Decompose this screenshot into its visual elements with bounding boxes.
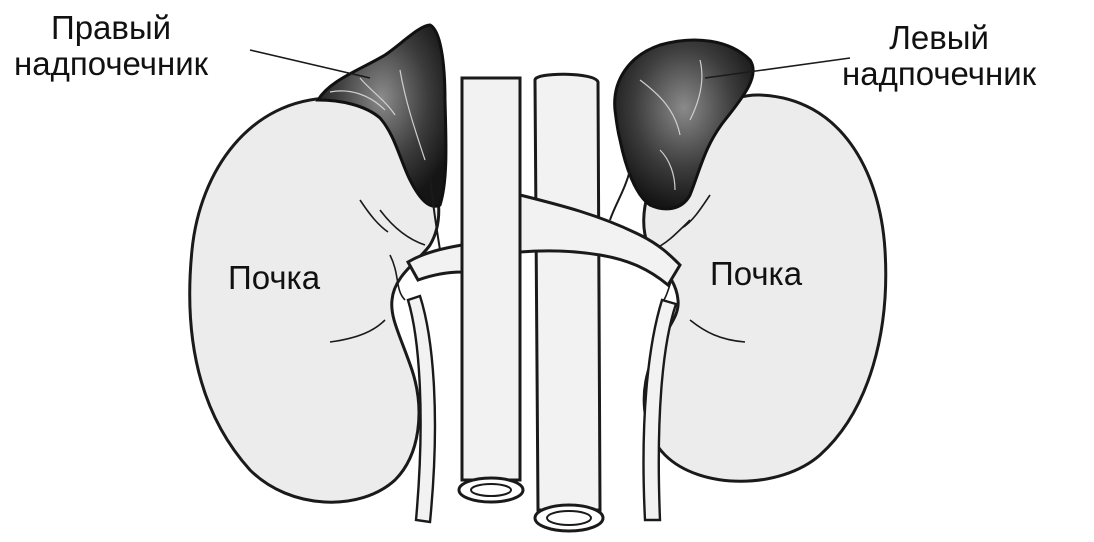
inferior-vena-cava [462,78,520,480]
label-left-adrenal-line2: надпочечник [842,56,1036,92]
label-right-adrenal: Правый надпочечник [14,10,208,82]
leader-right-adrenal [250,50,370,78]
label-right-adrenal-line2: надпочечник [14,46,208,82]
label-kidney-left: Почка [710,256,802,292]
label-kidney-right: Почка [228,260,320,296]
label-left-adrenal: Левый надпочечник [842,20,1036,92]
aorta [535,74,600,510]
label-left-adrenal-line1: Левый [842,20,1036,56]
label-right-adrenal-line1: Правый [14,10,208,46]
